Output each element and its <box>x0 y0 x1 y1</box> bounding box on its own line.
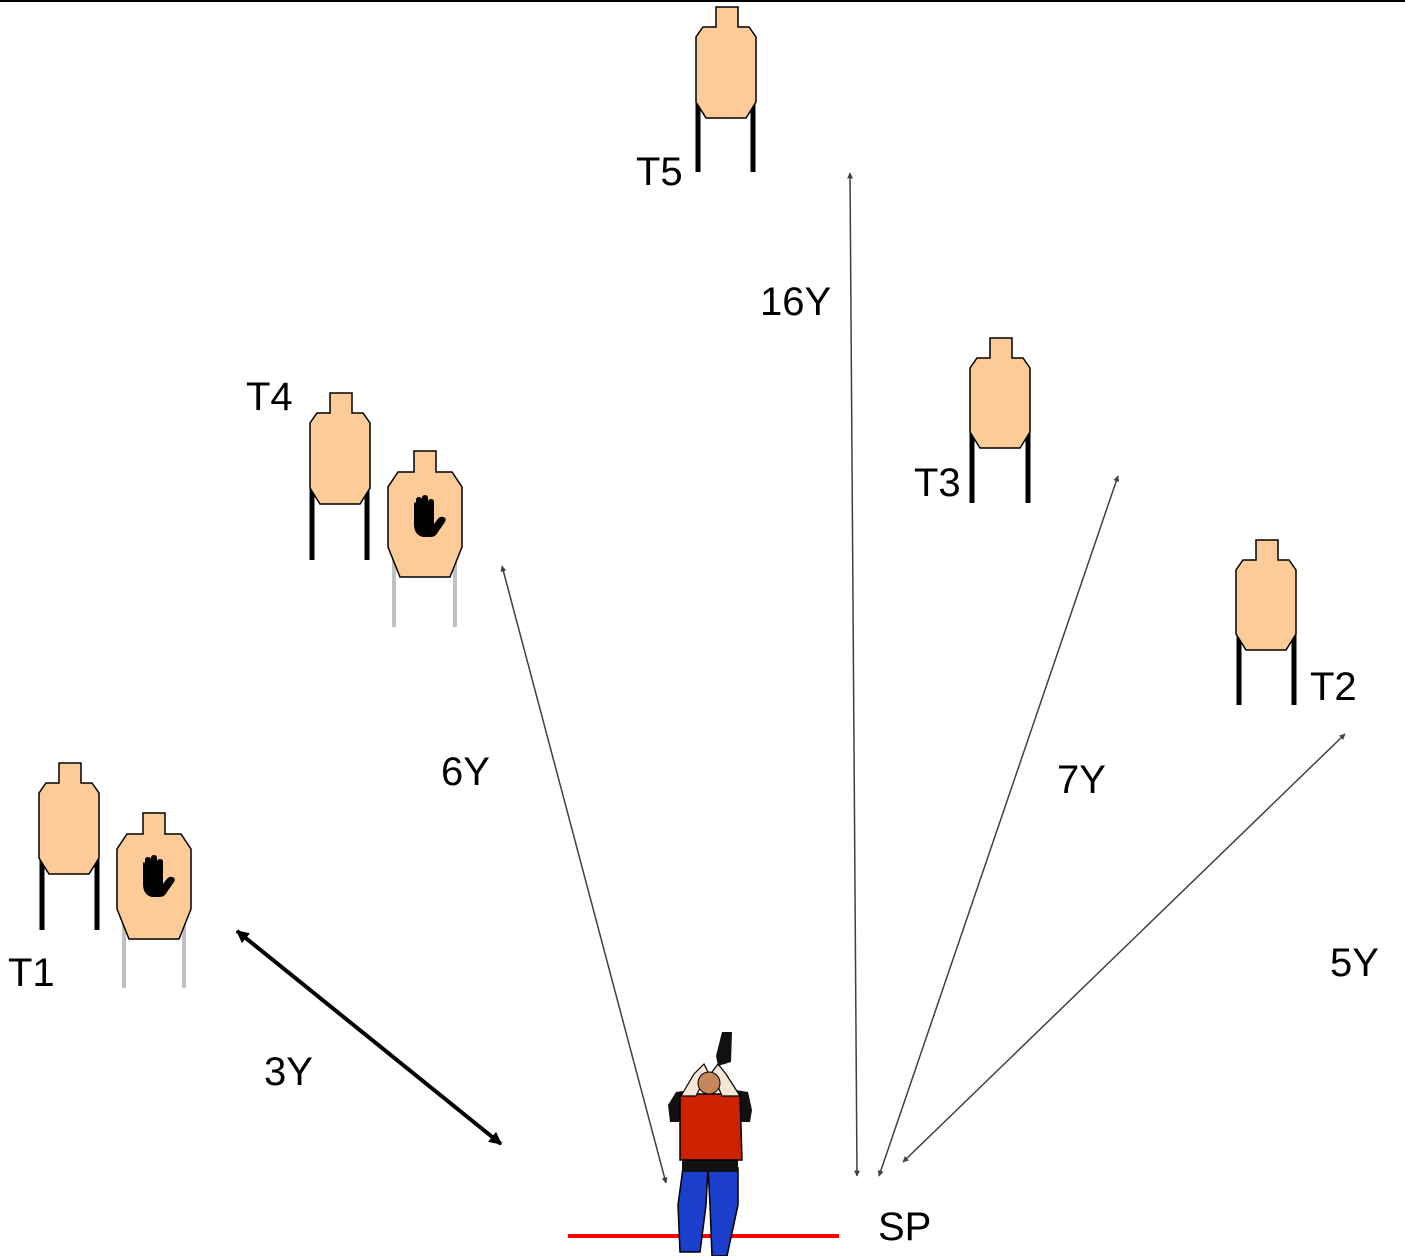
paper-target-icon <box>1235 539 1297 705</box>
distance-label-t1: 3Y <box>264 1050 313 1094</box>
distance-label-t3: 7Y <box>1057 758 1106 802</box>
paper-target-icon <box>38 762 100 930</box>
double-arrow-icon <box>902 733 1346 1163</box>
distance-label-t2: 5Y <box>1330 941 1379 985</box>
no-shoot-target <box>387 450 463 627</box>
target-label: T5 <box>636 150 683 194</box>
double-arrow-icon <box>235 929 503 1146</box>
distance-arrows <box>235 172 1346 1184</box>
no-shoot-target <box>116 812 192 988</box>
distance-label-t5: 16Y <box>760 280 831 324</box>
double-arrow-icon <box>877 475 1120 1177</box>
target-t3: T3 <box>914 337 1031 505</box>
target-label: T3 <box>914 461 961 505</box>
target-t2: T2 <box>1235 539 1357 709</box>
target-label: T2 <box>1310 665 1357 709</box>
target-t1: T1 <box>8 762 192 995</box>
target-label: T1 <box>8 951 55 995</box>
start-position-label: SP <box>878 1205 931 1249</box>
paper-target-icon <box>309 392 371 560</box>
distance-label-t4: 6Y <box>441 750 490 794</box>
paper-target-icon <box>695 6 757 172</box>
shooter-icon <box>668 1032 752 1256</box>
target-t5: T5 <box>636 6 757 194</box>
no-shoot-hand-icon <box>414 495 446 537</box>
no-shoot-hand-icon <box>143 855 175 897</box>
target-t4: T4 <box>246 375 463 627</box>
paper-target-icon <box>969 337 1031 503</box>
double-arrow-icon <box>500 565 668 1184</box>
top-border <box>0 0 1405 2</box>
target-label: T4 <box>246 375 293 419</box>
double-arrow-icon <box>847 172 860 1177</box>
